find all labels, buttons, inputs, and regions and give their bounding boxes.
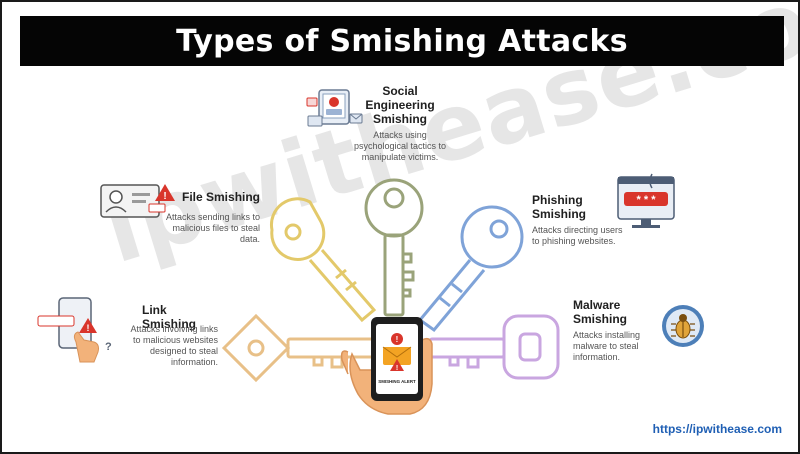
social-key [364, 178, 424, 317]
link-smishing-desc: Attacks involving links to malicious web… [130, 324, 218, 367]
svg-text:!: ! [396, 335, 399, 344]
phone-hacker-icon [306, 89, 363, 127]
link-smishing-desc-block: Attacks involving links to malicious web… [114, 320, 218, 368]
malware-key [428, 314, 560, 380]
file-key [269, 197, 377, 323]
file-smishing-block: File Smishing [182, 190, 292, 204]
website-link[interactable]: https://ipwithease.com [652, 422, 782, 436]
malware-smishing-block: Malware Smishing Attacks installing malw… [573, 298, 663, 363]
social-engineering-title: Social Engineering Smishing [365, 84, 435, 126]
password-monitor-icon: * * * [617, 173, 675, 228]
phone-spam-url-icon: ! ? [37, 297, 112, 363]
malware-smishing-title: Malware Smishing [573, 298, 628, 326]
malware-smishing-desc: Attacks installing malware to steal info… [573, 330, 641, 362]
file-smishing-title: File Smishing [182, 190, 261, 204]
social-engineering-block: Social Engineering Smishing Attacks usin… [334, 84, 466, 163]
title-bar: Types of Smishing Attacks [20, 16, 784, 66]
phishing-smishing-title: Phishing Smishing [532, 193, 587, 221]
phishing-smishing-block: Phishing Smishing Attacks directing user… [532, 193, 642, 247]
svg-text:!: ! [396, 365, 398, 372]
social-engineering-desc: Attacks using psychological tactics to m… [353, 130, 447, 162]
file-smishing-desc: Attacks sending links to malicious files… [165, 212, 260, 244]
phishing-smishing-desc: Attacks directing users to phishing webs… [532, 225, 623, 246]
link-smishing-block: Link Smishing [142, 303, 222, 331]
bug-icon [662, 305, 704, 347]
hand-phone-icon: ! ! SMISHING ALERT [340, 317, 433, 415]
link-smishing-title: Link Smishing [142, 303, 197, 331]
phishing-key [417, 205, 524, 333]
svg-text:!: ! [87, 323, 90, 333]
file-smishing-desc-block: Attacks sending links to malicious files… [152, 208, 260, 245]
id-card-warning-icon: ! [100, 184, 175, 218]
svg-text:?: ? [105, 341, 112, 353]
svg-text:* * *: * * * [637, 194, 657, 206]
svg-text:!: ! [163, 191, 166, 202]
page-title: Types of Smishing Attacks [176, 23, 628, 59]
smishing-alert-label: SMISHING ALERT [378, 379, 416, 384]
